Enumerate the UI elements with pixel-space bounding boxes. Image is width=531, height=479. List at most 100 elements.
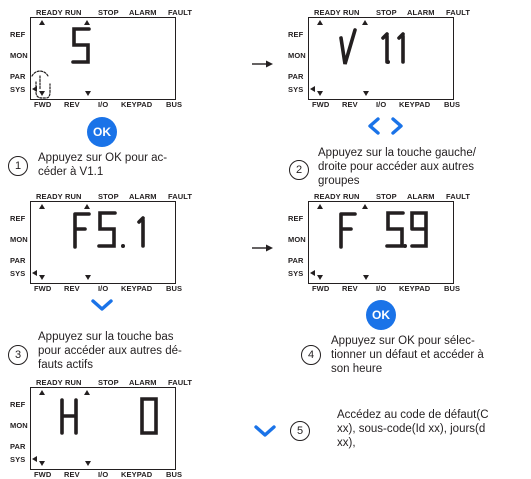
segment-display (71, 27, 91, 64)
control-label-keypad: KEYPAD (399, 284, 431, 293)
control-label-keypad: KEYPAD (121, 470, 153, 479)
step-number: 4 (301, 345, 321, 365)
status-label-stop: STOP (98, 8, 119, 17)
status-label-stop: STOP (98, 192, 119, 201)
lcd-screen (30, 201, 176, 284)
chevron-down-icon[interactable] (90, 298, 114, 312)
menu-label-sys: SYS (10, 455, 26, 464)
segment-glyph (73, 212, 91, 249)
step-number: 1 (8, 156, 28, 176)
fwd-indicator (317, 91, 323, 96)
step-line: Appuyez sur OK pour sélec- (331, 335, 475, 347)
status-label-alarm: ALARM (407, 192, 435, 201)
fwd-indicator (39, 275, 45, 280)
menu-label-ref: REF (288, 214, 304, 223)
status-label-run: RUN (65, 8, 82, 17)
ready-indicator (317, 20, 323, 25)
control-label-io: I/O (98, 100, 109, 109)
control-label-fwd: FWD (34, 470, 52, 479)
segment-display (339, 28, 405, 65)
status-label-alarm: ALARM (129, 8, 157, 17)
io-indicator (85, 461, 91, 466)
control-label-fwd: FWD (34, 284, 52, 293)
ok-button[interactable]: OK (366, 300, 396, 330)
segment-glyph (339, 212, 357, 249)
chevron-down-icon[interactable] (253, 424, 277, 438)
lcd-screen (30, 17, 176, 100)
segment-glyph (140, 397, 158, 435)
sys-indicator (32, 86, 37, 92)
control-label-io: I/O (98, 284, 109, 293)
control-label-io: I/O (376, 284, 387, 293)
control-label-keypad: KEYPAD (399, 100, 431, 109)
step-instruction: Accédez au code de défaut(C xx), sous-co… (337, 408, 529, 450)
decimal-point (386, 60, 390, 64)
ok-button[interactable]: OK (87, 117, 117, 147)
step-line: Appuyez sur la touche bas (38, 331, 174, 343)
step-line: Accédez au code de défaut(C (337, 409, 489, 421)
segment-glyph (381, 32, 389, 64)
sys-indicator (32, 270, 37, 276)
ready-indicator (39, 390, 45, 395)
menu-label-par: PAR (10, 72, 26, 81)
step-line: xx), sous-code(Id xx), jours(d (337, 423, 486, 435)
sys-indicator (310, 270, 315, 276)
segment-glyph (97, 211, 117, 248)
status-label-alarm: ALARM (129, 378, 157, 387)
menu-label-ref: REF (10, 30, 26, 39)
chevron-right-icon[interactable] (389, 116, 405, 136)
status-label-fault: FAULT (168, 8, 193, 17)
control-label-io: I/O (98, 470, 109, 479)
menu-label-ref: REF (288, 30, 304, 39)
lcd-screen (30, 387, 176, 470)
menu-label-sys: SYS (288, 85, 304, 94)
menu-label-par: PAR (288, 72, 304, 81)
step-line: Appuyez sur OK pour ac- (38, 152, 168, 164)
menu-label-mon: MON (10, 51, 28, 60)
io-indicator (85, 91, 91, 96)
io-indicator (85, 275, 91, 280)
segment-glyph (397, 32, 405, 64)
menu-label-mon: MON (10, 235, 28, 244)
step-number: 3 (8, 345, 28, 365)
chevron-left-icon[interactable] (366, 116, 382, 136)
control-label-fwd: FWD (312, 284, 330, 293)
segment-glyph (385, 211, 405, 248)
stop-indicator (84, 204, 90, 209)
menu-label-mon: MON (288, 235, 306, 244)
stop-indicator (84, 20, 90, 25)
control-label-keypad: KEYPAD (121, 100, 153, 109)
stop-indicator (84, 390, 90, 395)
control-label-rev: REV (342, 100, 358, 109)
ready-indicator (39, 20, 45, 25)
menu-label-mon: MON (10, 421, 28, 430)
segment-glyph (410, 211, 428, 248)
status-label-alarm: ALARM (129, 192, 157, 201)
control-label-rev: REV (342, 284, 358, 293)
hand-press-icon (31, 70, 51, 99)
step-line: droite pour accéder aux autres (318, 161, 474, 173)
status-label-fault: FAULT (446, 192, 471, 201)
menu-label-sys: SYS (10, 269, 26, 278)
control-label-fwd: FWD (34, 100, 52, 109)
ready-indicator (39, 204, 45, 209)
step-instruction: Appuyez sur la touche bas pour accéder a… (38, 330, 228, 372)
step-line: groupes (318, 175, 360, 187)
io-indicator (363, 91, 369, 96)
segment-glyph (71, 27, 91, 64)
step-line: céder à V1.1 (38, 166, 104, 178)
status-label-stop: STOP (98, 378, 119, 387)
segment-display (73, 211, 145, 249)
stop-indicator (362, 204, 368, 209)
sys-indicator (310, 86, 315, 92)
arrow-right-icon (252, 60, 273, 68)
decimal-point (403, 244, 407, 248)
control-label-fwd: FWD (312, 100, 330, 109)
segment-glyph (137, 216, 145, 248)
segment-display (60, 397, 158, 435)
status-label-ready: READY (36, 8, 63, 17)
fwd-indicator (39, 461, 45, 466)
status-label-alarm: ALARM (407, 8, 435, 17)
